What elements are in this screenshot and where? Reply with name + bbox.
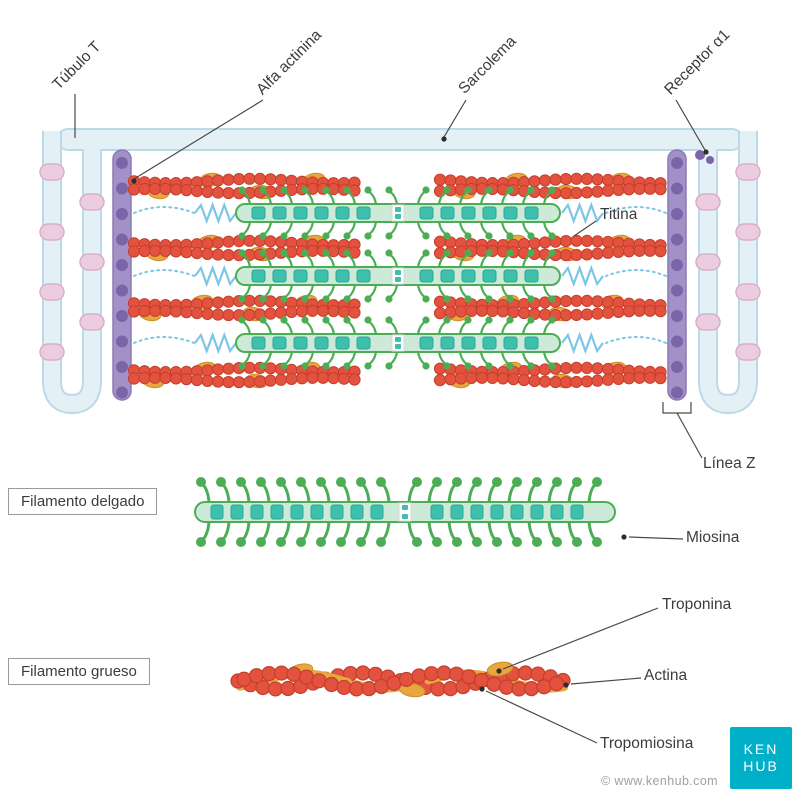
kenhub-logo: KEN HUB (730, 727, 792, 789)
label-filamento-grueso: Filamento grueso (8, 658, 150, 685)
label-miosina: Miosina (686, 529, 740, 546)
copyright-text: © www.kenhub.com (600, 774, 718, 788)
kenhub-logo-line2: HUB (743, 758, 779, 774)
kenhub-logo-line1: KEN (743, 740, 779, 757)
sarcolemma-and-t-tubules (39, 128, 761, 415)
leader-lines (74, 94, 709, 744)
myosin-thick-filaments (235, 186, 561, 370)
z-discs (112, 149, 714, 401)
label-troponina: Troponina (662, 596, 732, 613)
label-tropomiosina: Tropomiosina (600, 735, 694, 752)
label-filamento-delgado: Filamento delgado (8, 488, 158, 515)
label-linea-z: Línea Z (703, 455, 756, 472)
myosin-standalone (194, 477, 616, 547)
actin-standalone (230, 661, 571, 698)
label-titina: Titina (600, 206, 638, 223)
label-actina: Actina (644, 667, 688, 684)
